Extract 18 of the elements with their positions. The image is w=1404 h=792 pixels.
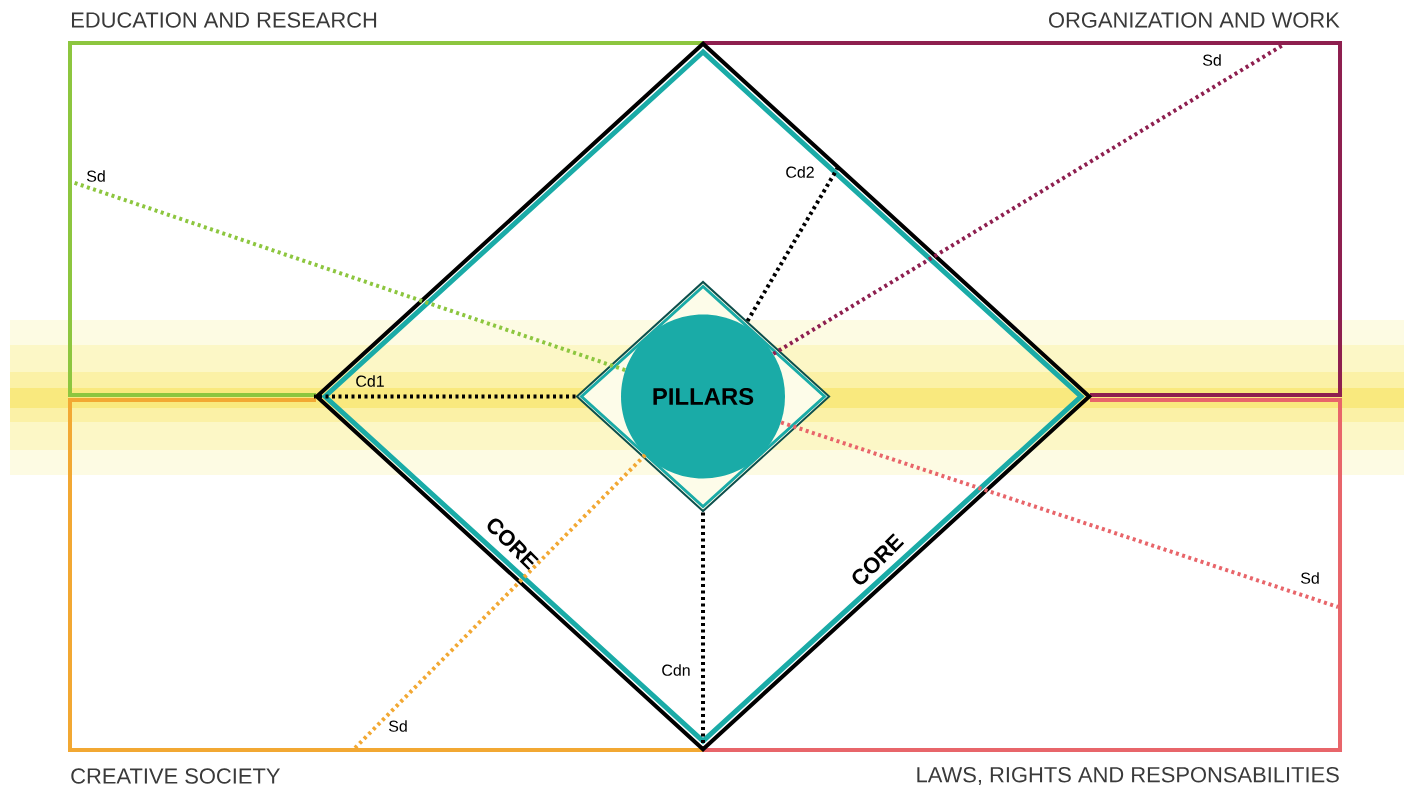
dotted-line xyxy=(701,512,705,752)
quadrant-heading: ORGANIZATION AND WORK xyxy=(1049,12,1340,28)
quadrant-heading: EDUCATION AND RESEARCH xyxy=(72,12,377,28)
dotted-line xyxy=(772,43,1285,356)
edge-label: Sd xyxy=(1301,572,1319,584)
edge-label: Sd xyxy=(86,170,105,182)
dotted-line xyxy=(314,394,576,399)
dotted-line xyxy=(353,453,647,750)
quadrant-heading: LAWS, RIGHTS AND RESPONSABILITIES xyxy=(917,766,1339,786)
edge-label: Cdn xyxy=(662,664,690,676)
quadrant-heading: CREATIVE SOCIETY xyxy=(71,768,280,784)
edge-label: Cd1 xyxy=(356,375,384,387)
edge-label: Sd xyxy=(1203,54,1221,66)
dotted-line xyxy=(745,164,841,322)
edge-label: Sd xyxy=(389,720,407,732)
edge-label: Cd2 xyxy=(786,166,814,178)
dotted-line xyxy=(71,180,626,372)
dotted-line xyxy=(780,420,1339,609)
